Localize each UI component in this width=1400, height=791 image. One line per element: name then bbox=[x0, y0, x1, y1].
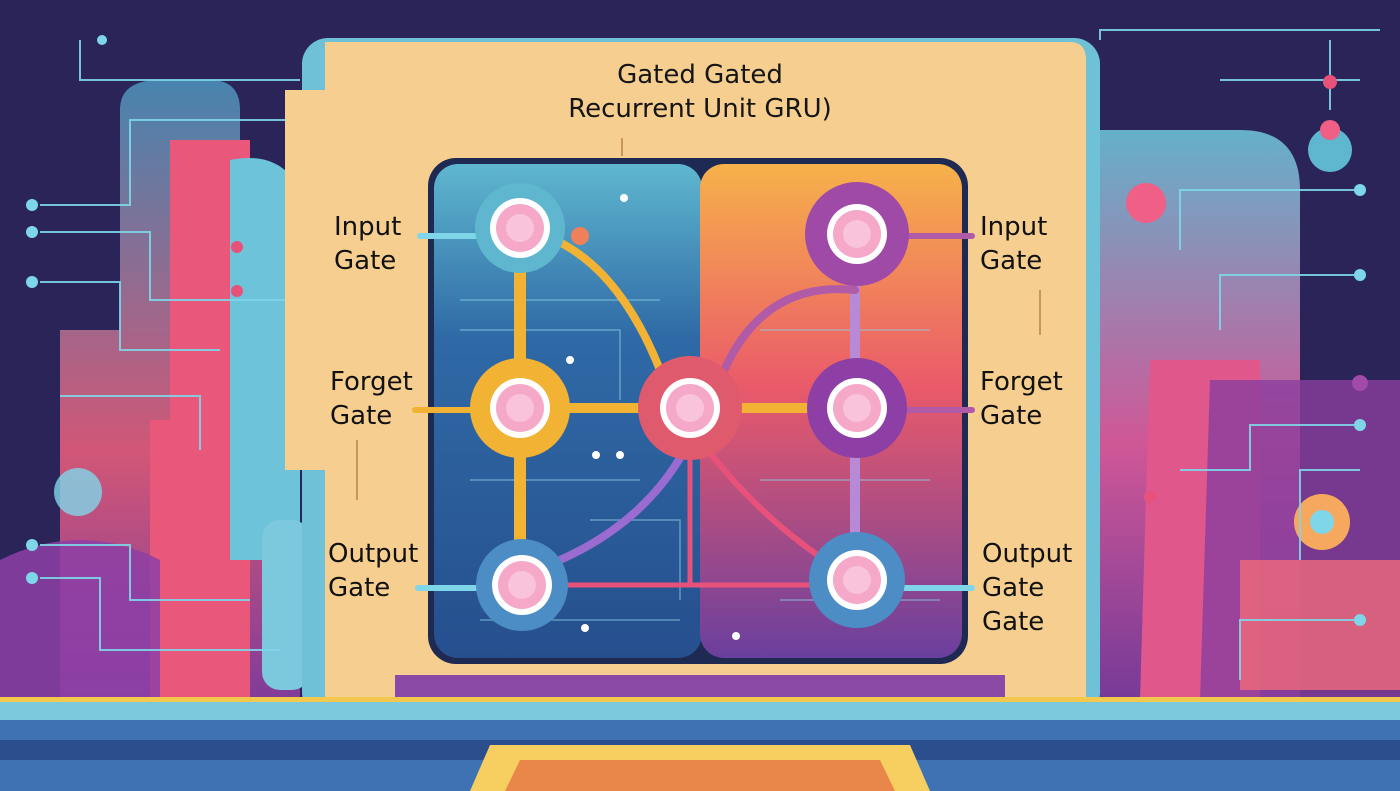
gate-node-left-output bbox=[476, 539, 568, 631]
label-right-forget-gate: Forget Gate bbox=[980, 365, 1063, 433]
circuit-wires bbox=[40, 29, 1380, 680]
gate-node-right-forget bbox=[807, 358, 907, 458]
label-ticks bbox=[356, 138, 1041, 500]
gate-node-right-input bbox=[805, 182, 909, 286]
label-text: Gate bbox=[330, 401, 393, 431]
stand bbox=[0, 675, 1400, 791]
label-text: Gate bbox=[980, 246, 1043, 276]
label-left-output-gate: Output Gate bbox=[328, 537, 418, 605]
junction-dot bbox=[571, 227, 589, 245]
title-line-2: Recurrent Unit GRU) bbox=[568, 94, 832, 124]
label-text: Forget bbox=[330, 367, 413, 397]
label-left-forget-gate: Forget Gate bbox=[330, 365, 413, 433]
label-right-input-gate: Input Gate bbox=[980, 210, 1047, 278]
label-text: Output bbox=[982, 539, 1073, 569]
gate-node-left-forget bbox=[470, 358, 570, 458]
label-text: Gate bbox=[982, 607, 1045, 637]
label-text: Gate bbox=[982, 573, 1045, 603]
gate-node-center bbox=[638, 356, 742, 460]
label-text: Gate bbox=[980, 401, 1043, 431]
label-right-output-gate: Output Gate Gate bbox=[982, 537, 1072, 639]
small-dots bbox=[566, 194, 740, 640]
gate-connections bbox=[412, 224, 975, 591]
gate-node-right-output bbox=[809, 532, 905, 628]
label-text: Input bbox=[980, 212, 1048, 242]
gate-node-left-input bbox=[475, 183, 565, 273]
label-text: Input bbox=[334, 212, 402, 242]
diagram-title: Gated Gated Recurrent Unit GRU) bbox=[520, 58, 880, 126]
title-line-1: Gated Gated bbox=[617, 60, 783, 90]
label-left-input-gate: Input Gate bbox=[334, 210, 401, 278]
label-text: Forget bbox=[980, 367, 1063, 397]
label-text: Output bbox=[328, 539, 419, 569]
label-text: Gate bbox=[334, 246, 397, 276]
label-text: Gate bbox=[328, 573, 391, 603]
